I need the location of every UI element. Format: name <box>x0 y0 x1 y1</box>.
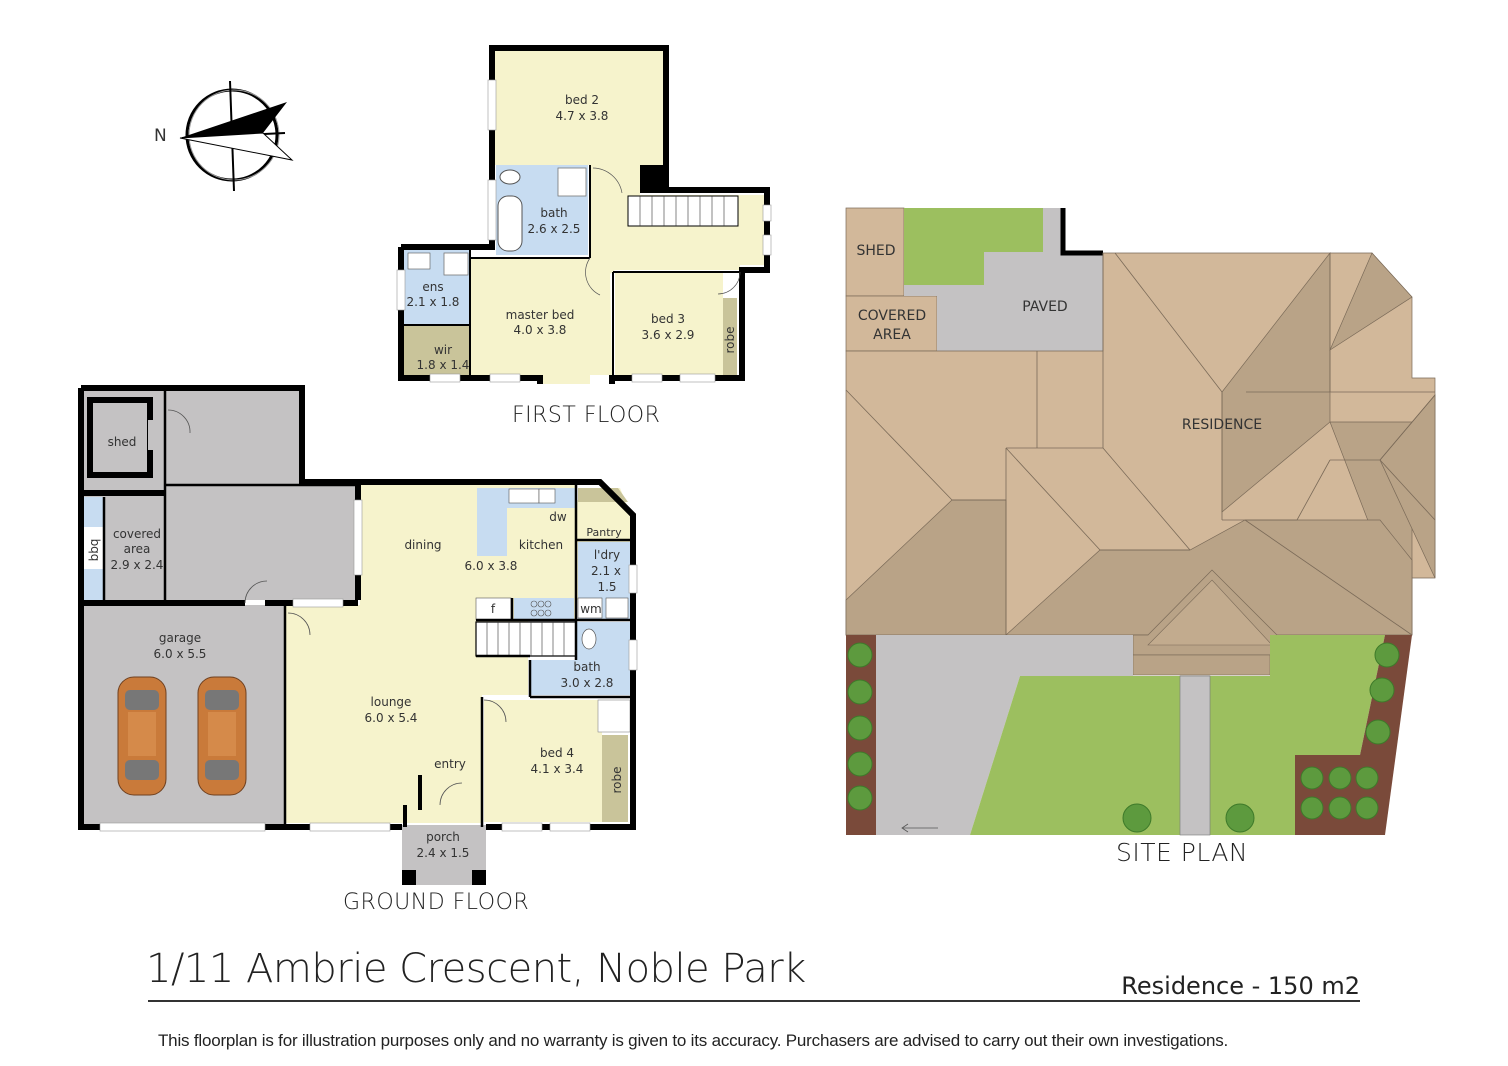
room-dims: 3.0 x 2.8 <box>561 676 614 690</box>
room-dims: 2.6 x 2.5 <box>528 222 581 236</box>
site-shed <box>845 207 905 297</box>
room-dims: 6.0 x 5.5 <box>154 647 207 661</box>
room-wir <box>404 325 470 375</box>
room-master-bed <box>470 258 612 375</box>
room-label: ens <box>422 280 443 294</box>
room-bed-2 <box>492 50 664 165</box>
residence-area: Residence - 150 m2 <box>1121 972 1360 1000</box>
property-address: 1/11 Ambrie Crescent, Noble Park <box>146 946 806 992</box>
site-front-lawn <box>970 676 1180 835</box>
room-label: wm <box>580 602 602 616</box>
room-label: l'dry <box>594 548 620 562</box>
room-living <box>285 485 635 823</box>
site-label-residence: RESIDENCE <box>1182 417 1262 433</box>
room-bed-3 <box>615 272 723 375</box>
room-label: entry <box>434 757 466 771</box>
site-paved <box>904 208 1103 351</box>
site-label-shed: SHED <box>856 243 895 259</box>
room-dims: 1.5 <box>597 580 616 594</box>
divider <box>148 1000 1360 1002</box>
room-dims: 2.1 x 1.8 <box>407 295 460 309</box>
site-plan-title: SITE PLAN <box>1116 838 1249 867</box>
site-plan: SHED COVERED AREA PAVED RESIDENCE <box>840 200 1440 840</box>
site-path <box>1179 675 1211 836</box>
site-label-paved: PAVED <box>1022 299 1067 315</box>
room-label: porch <box>426 830 460 844</box>
room-label: master bed <box>506 308 575 322</box>
room-dims: 2.4 x 1.5 <box>417 846 470 860</box>
disclaimer: This floorplan is for illustration purpo… <box>158 1031 1229 1050</box>
room-label: wir <box>434 343 452 357</box>
north-compass: N <box>150 78 300 193</box>
room-label: area <box>124 542 151 556</box>
room-label: bed 4 <box>540 746 574 760</box>
room-label: covered <box>113 527 161 541</box>
site-label-covered: COVERED <box>858 308 926 324</box>
room-garage <box>81 605 286 827</box>
ground-floor-title: GROUND FLOOR <box>343 890 530 915</box>
room-label: f <box>491 602 496 616</box>
room-label: bed 2 <box>565 93 599 107</box>
site-driveway <box>876 635 1133 835</box>
room-dims: 1.8 x 1.4 <box>417 358 470 372</box>
room-label: bbq <box>87 539 101 562</box>
room-label: dw <box>549 510 567 524</box>
room-robe-ground <box>602 735 628 822</box>
room-label: kitchen <box>519 538 563 552</box>
site-label-covered: AREA <box>873 327 911 343</box>
room-dims: 2.9 x 2.4 <box>111 558 164 572</box>
room-bed-4 <box>484 700 602 822</box>
room-bath-ground <box>530 622 632 695</box>
room-label: Pantry <box>586 526 622 539</box>
room-label: bed 3 <box>651 312 685 326</box>
room-label: bath <box>573 660 600 674</box>
car-icon <box>117 676 167 796</box>
room-label: robe <box>610 766 624 793</box>
room-dims: 4.1 x 3.4 <box>531 762 584 776</box>
car-icon <box>197 676 247 796</box>
room-dims: 4.0 x 3.8 <box>514 323 567 337</box>
room-label: robe <box>723 326 737 353</box>
room-dims: 6.0 x 5.4 <box>365 711 418 725</box>
first-floor-title: FIRST FLOOR <box>512 403 661 428</box>
north-label: N <box>154 126 167 146</box>
ground-floor-plan: shed covered area 2.9 x 2.4 bbq garage 6… <box>75 385 645 890</box>
room-dims: 6.0 x 3.8 <box>465 559 518 573</box>
room-label: bath <box>540 206 567 220</box>
room-label: shed <box>108 435 137 449</box>
arrow-left-icon <box>901 823 938 833</box>
compass-icon <box>179 80 294 192</box>
first-floor-plan: bed 2 4.7 x 3.8 bath 2.6 x 2.5 ens 2.1 x… <box>395 44 775 397</box>
shrub-icon <box>847 642 1400 833</box>
room-dims: 2.1 x <box>591 564 621 578</box>
room-dims: 3.6 x 2.9 <box>642 328 695 342</box>
room-dims: 4.7 x 3.8 <box>556 109 609 123</box>
room-label: dining <box>404 538 441 552</box>
site-covered-area <box>845 295 938 352</box>
room-label: lounge <box>371 695 412 709</box>
room-label: garage <box>159 631 201 645</box>
room-robe-upper <box>723 298 737 375</box>
